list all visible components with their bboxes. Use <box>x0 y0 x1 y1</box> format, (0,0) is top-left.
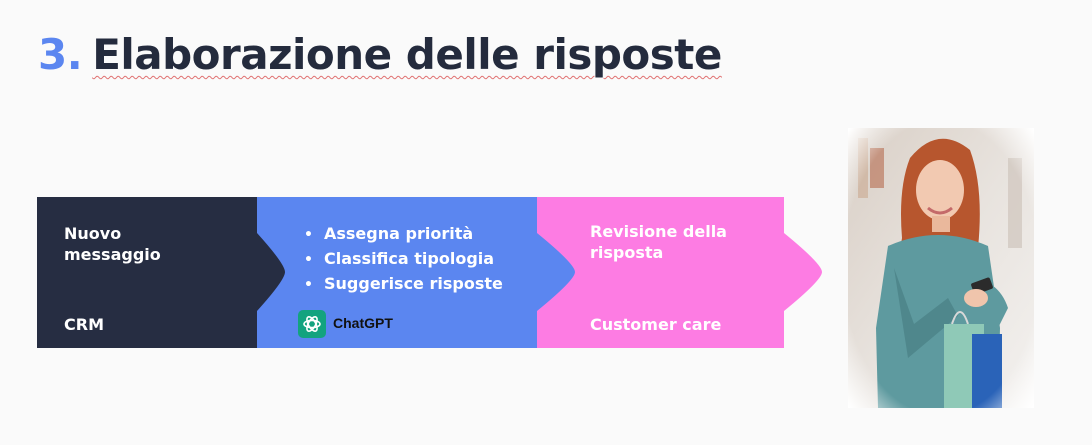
chatgpt-logo-icon <box>298 310 326 338</box>
stage-chatgpt-shape <box>257 197 580 348</box>
list-item: •Assegna priorità <box>304 224 474 243</box>
list-item: •Classifica tipologia <box>304 249 495 268</box>
title-text: Elaborazione delle risposte <box>92 30 722 79</box>
page-title: 3.Elaborazione delle risposte <box>38 30 722 79</box>
list-item: •Suggerisce risposte <box>304 274 503 293</box>
stage-customer-care-label: Customer care <box>590 315 722 334</box>
stage-crm-shape <box>37 197 290 348</box>
stage-crm-label: CRM <box>64 315 104 334</box>
chatgpt-label: ChatGPT <box>333 315 393 331</box>
customer-photo <box>848 128 1034 408</box>
chatgpt-task-list: •Assegna priorità •Classifica tipologia … <box>304 222 503 297</box>
stage-crm-title: Nuovo messaggio <box>64 224 161 264</box>
stage-review-title: Revisione della risposta <box>590 222 727 262</box>
stage-customer-care-shape <box>537 197 822 348</box>
title-number: 3. <box>38 30 83 79</box>
